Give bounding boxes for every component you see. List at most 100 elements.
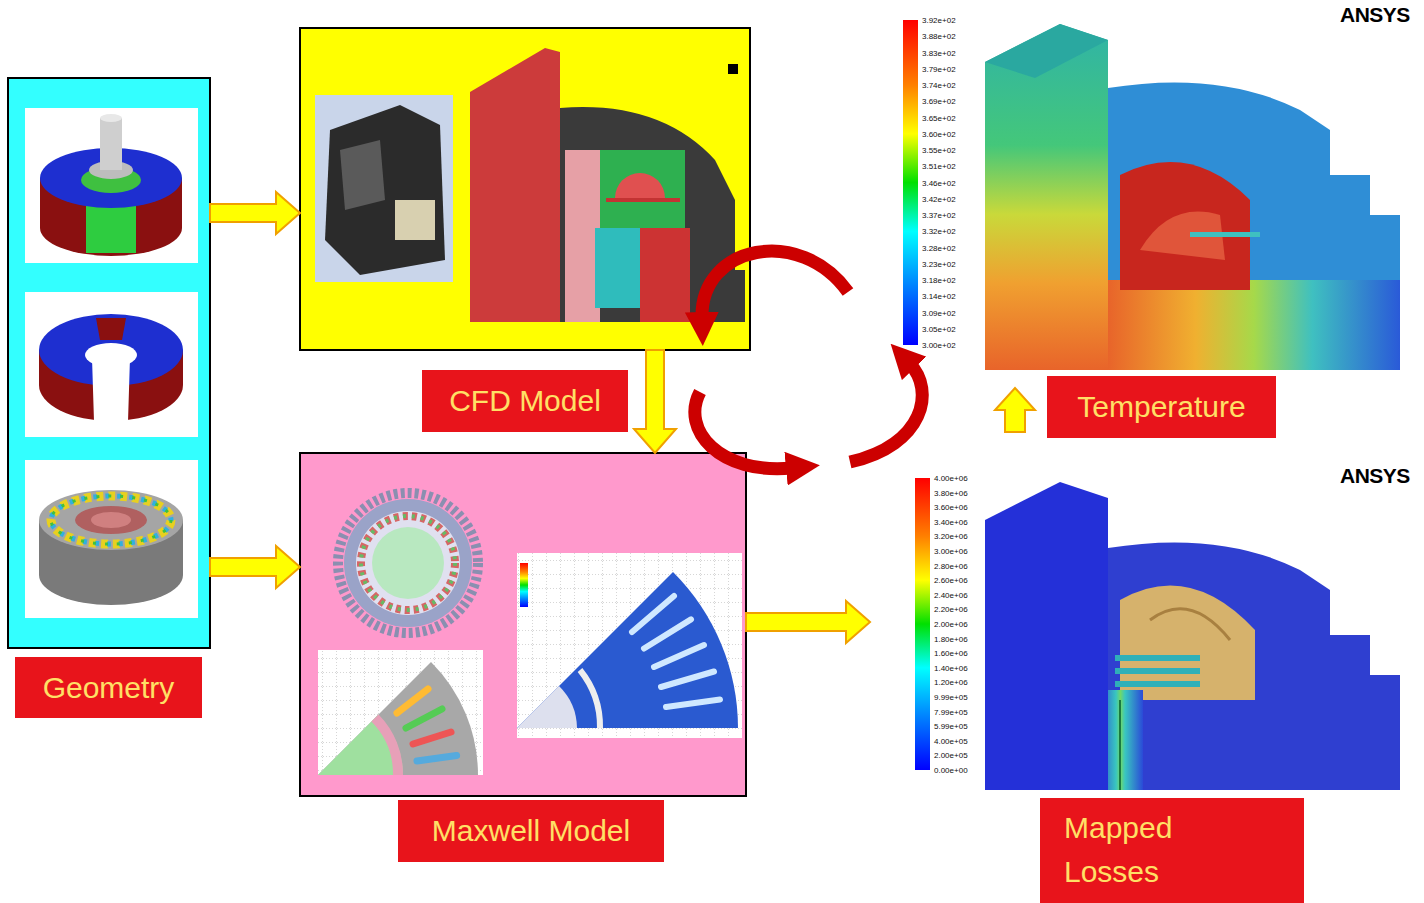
label-holder: 3.69e+02 bbox=[922, 97, 956, 106]
rotor-top bbox=[75, 506, 147, 534]
colorbar-value: 3.42e+02 bbox=[922, 195, 956, 204]
colorbar-value: 3.20e+06 bbox=[934, 532, 968, 541]
slot bbox=[413, 732, 451, 744]
colorbar-value: 3.32e+02 bbox=[922, 227, 956, 236]
colorbar-value: 3.80e+06 bbox=[934, 489, 968, 498]
label-holder: 3.80e+06 bbox=[934, 489, 968, 498]
rotor-sector bbox=[517, 686, 577, 728]
label-holder: 3.60e+02 bbox=[922, 130, 956, 139]
colorbar-value: 3.40e+06 bbox=[934, 518, 968, 527]
shaft-end bbox=[100, 114, 122, 122]
stripe bbox=[1115, 668, 1200, 674]
panel-ground bbox=[300, 28, 750, 350]
label-holder: 3.09e+02 bbox=[922, 309, 956, 318]
colorbar-value: 1.20e+06 bbox=[934, 678, 968, 687]
label-holder: 2.60e+06 bbox=[934, 576, 968, 585]
colorbar-value: 2.80e+06 bbox=[934, 562, 968, 571]
coil-edge bbox=[1150, 609, 1230, 640]
panel-ground bbox=[300, 453, 746, 796]
cycle-arrow bbox=[850, 364, 922, 462]
coil-ring bbox=[51, 496, 171, 544]
colorbar-value: 9.99e+05 bbox=[934, 693, 968, 702]
colorbar-value: 3.51e+02 bbox=[922, 162, 956, 171]
label-holder: 3.83e+02 bbox=[922, 49, 956, 58]
label-holder: 2.00e+05 bbox=[934, 751, 968, 760]
magnet-arc bbox=[375, 718, 398, 775]
coil-ring bbox=[51, 496, 171, 544]
rotor-sector bbox=[318, 715, 403, 775]
caption-holder: Temperature bbox=[1047, 376, 1276, 438]
solid-region bbox=[565, 150, 600, 322]
winding-ring bbox=[361, 516, 455, 610]
label-holder: 3.65e+02 bbox=[922, 114, 956, 123]
slot bbox=[417, 756, 457, 762]
winding-ring bbox=[361, 516, 455, 610]
colorbar-value: 3.37e+02 bbox=[922, 211, 956, 220]
plot-grid bbox=[318, 650, 483, 775]
label-holder: 1.20e+06 bbox=[934, 678, 968, 687]
colorbar-value: 3.28e+02 bbox=[922, 244, 956, 253]
geometry-sector bbox=[318, 662, 478, 775]
stator-top bbox=[39, 490, 183, 550]
slot-lines bbox=[632, 596, 720, 707]
photo-motor bbox=[325, 105, 445, 275]
label-holder: 2.00e+06 bbox=[934, 620, 968, 629]
label-holder: 3.42e+02 bbox=[922, 195, 956, 204]
colorbar-value: 3.79e+02 bbox=[922, 65, 956, 74]
photo-inset bbox=[315, 95, 453, 282]
motor-shaft bbox=[100, 118, 122, 170]
winding-strip bbox=[606, 198, 680, 202]
label-holder: 3.74e+02 bbox=[922, 81, 956, 90]
colorbar-value: 3.55e+02 bbox=[922, 146, 956, 155]
cfd-panel bbox=[300, 28, 750, 350]
housing-quarter bbox=[560, 107, 745, 322]
colorbar-value: 3.65e+02 bbox=[922, 114, 956, 123]
slot bbox=[632, 596, 674, 632]
housing-quarter bbox=[1108, 82, 1400, 370]
colorbar-value: 0.00e+00 bbox=[934, 766, 968, 775]
colorbar bbox=[915, 478, 930, 770]
label-holder: ANSYS bbox=[1338, 464, 1412, 488]
stripe bbox=[1115, 681, 1200, 687]
loss-stripes bbox=[1115, 655, 1200, 687]
colorbar-value: 1.80e+06 bbox=[934, 635, 968, 644]
label-holder: 3.23e+02 bbox=[922, 260, 956, 269]
pointer-arrow bbox=[995, 388, 1035, 432]
colorbar-value: 3.74e+02 bbox=[922, 81, 956, 90]
coil-ring bbox=[51, 496, 171, 544]
label-holder: 3.00e+06 bbox=[934, 547, 968, 556]
caption-label: Temperature bbox=[1047, 376, 1276, 438]
colorbar-value: 3.05e+02 bbox=[922, 325, 956, 334]
slot bbox=[644, 619, 691, 648]
rotor-disc bbox=[372, 527, 444, 599]
axis-marker bbox=[728, 64, 738, 74]
slot-lines bbox=[397, 689, 457, 761]
image-tile bbox=[25, 460, 198, 618]
colorbar-value: 3.09e+02 bbox=[922, 309, 956, 318]
label-holder: 3.92e+02 bbox=[922, 16, 956, 25]
colorbar-value: 3.60e+06 bbox=[934, 503, 968, 512]
panel-node: Geometry bbox=[8, 78, 210, 648]
colorbar-value: 3.14e+02 bbox=[922, 292, 956, 301]
caption-holder: Geometry bbox=[15, 657, 202, 718]
plot-frame bbox=[318, 650, 483, 775]
hot-region bbox=[1120, 162, 1250, 290]
solid-region bbox=[640, 228, 690, 322]
label-holder: 7.99e+05 bbox=[934, 708, 968, 717]
colorbar-value: 2.00e+06 bbox=[934, 620, 968, 629]
temperature-plot bbox=[870, 0, 1424, 432]
band-line bbox=[1119, 700, 1121, 790]
caption-label: Geometry bbox=[15, 657, 202, 718]
photo-part bbox=[340, 140, 385, 210]
air-gap bbox=[356, 511, 460, 615]
slot bbox=[661, 672, 714, 688]
label-holder: 3.20e+06 bbox=[934, 532, 968, 541]
housing-quarter bbox=[1108, 542, 1400, 790]
field-sector bbox=[517, 572, 738, 728]
caption-label: Maxwell Model bbox=[398, 800, 664, 862]
colorbar-value: 3.18e+02 bbox=[922, 276, 956, 285]
caption-holder: Mapped Losses bbox=[1040, 798, 1304, 903]
